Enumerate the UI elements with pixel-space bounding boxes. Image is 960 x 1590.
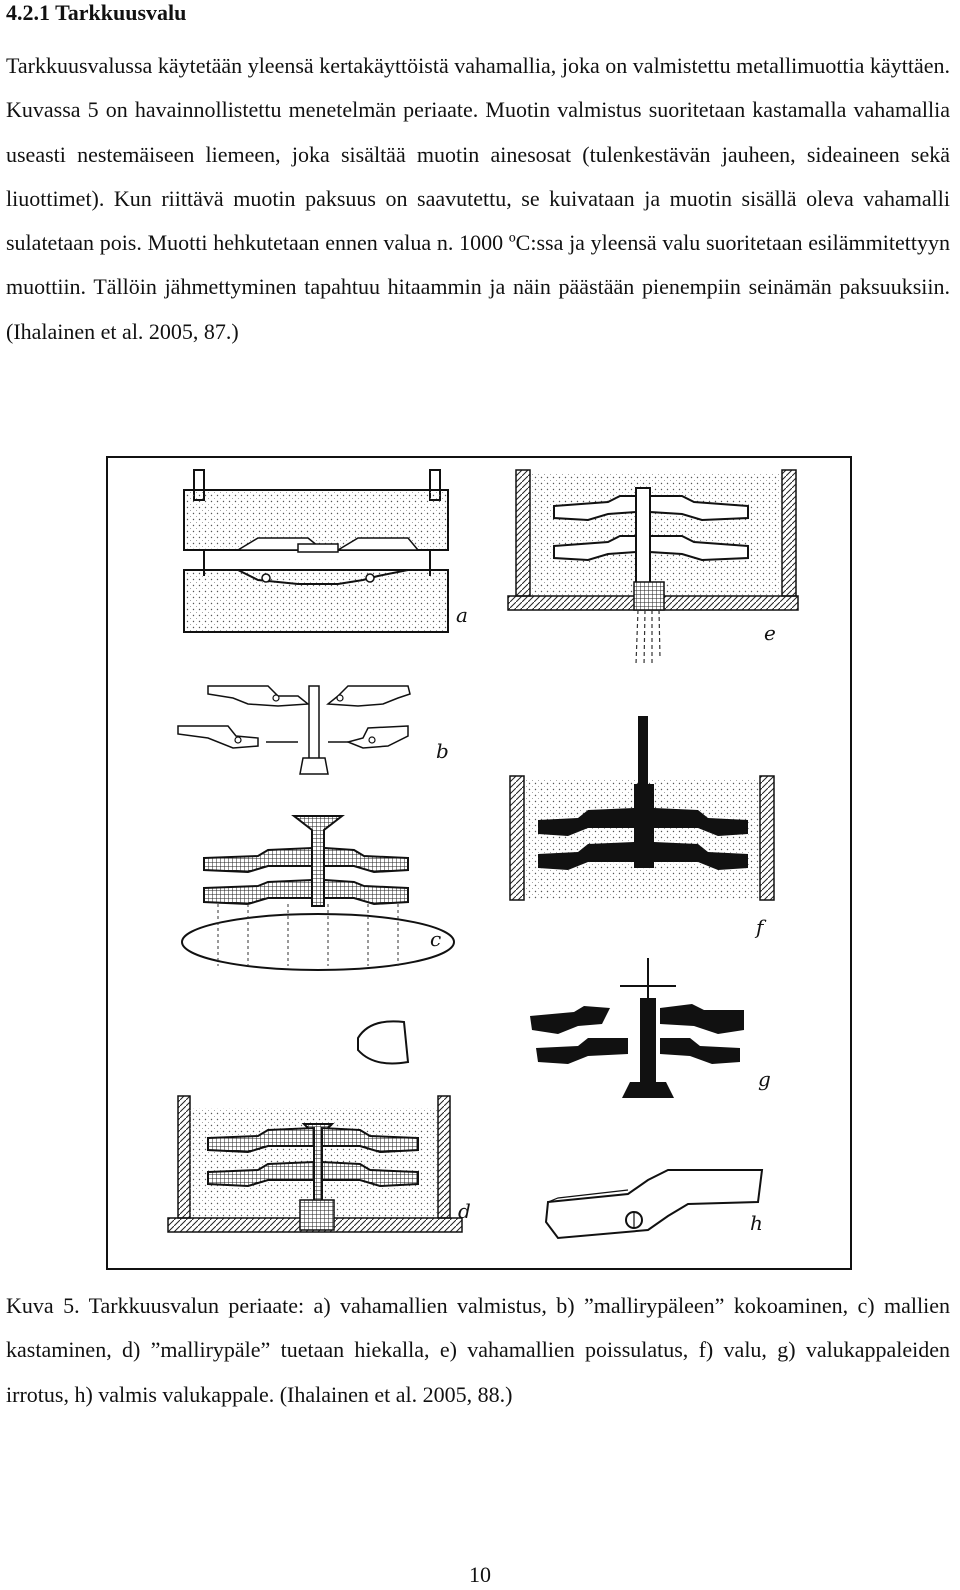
figure-investment-casting: a b xyxy=(106,456,852,1270)
section-heading: 4.2.1 Tarkkuusvalu xyxy=(6,0,187,25)
panel-label-c: c xyxy=(430,927,441,951)
panel-label-h: h xyxy=(750,1211,763,1235)
panel-e-dewaxing: e xyxy=(507,469,799,667)
panel-label-e: e xyxy=(764,621,776,645)
page-number: 10 xyxy=(469,1562,491,1587)
panel-label-a: a xyxy=(456,603,468,627)
panel-g-cutoff: g xyxy=(530,958,771,1098)
panel-d-sand-support: d xyxy=(167,1020,471,1233)
body-paragraph: Tarkkuusvalussa käytetään yleensä kertak… xyxy=(6,53,950,344)
panel-a-die: a xyxy=(183,469,468,633)
figure-illustration: a b xyxy=(167,469,799,1240)
panel-b-assembly: b xyxy=(177,685,449,775)
panel-label-d: d xyxy=(458,1199,471,1223)
panel-label-b: b xyxy=(436,739,449,763)
panel-label-f: f xyxy=(754,915,767,939)
panel-c-dipping: c xyxy=(181,815,455,971)
panel-label-g: g xyxy=(758,1067,771,1091)
figure-caption: Kuva 5. Tarkkuusvalun periaate: a) vaham… xyxy=(6,1293,950,1407)
panel-h-finished-casting: h xyxy=(544,1169,764,1240)
panel-f-pouring: f xyxy=(509,716,775,939)
